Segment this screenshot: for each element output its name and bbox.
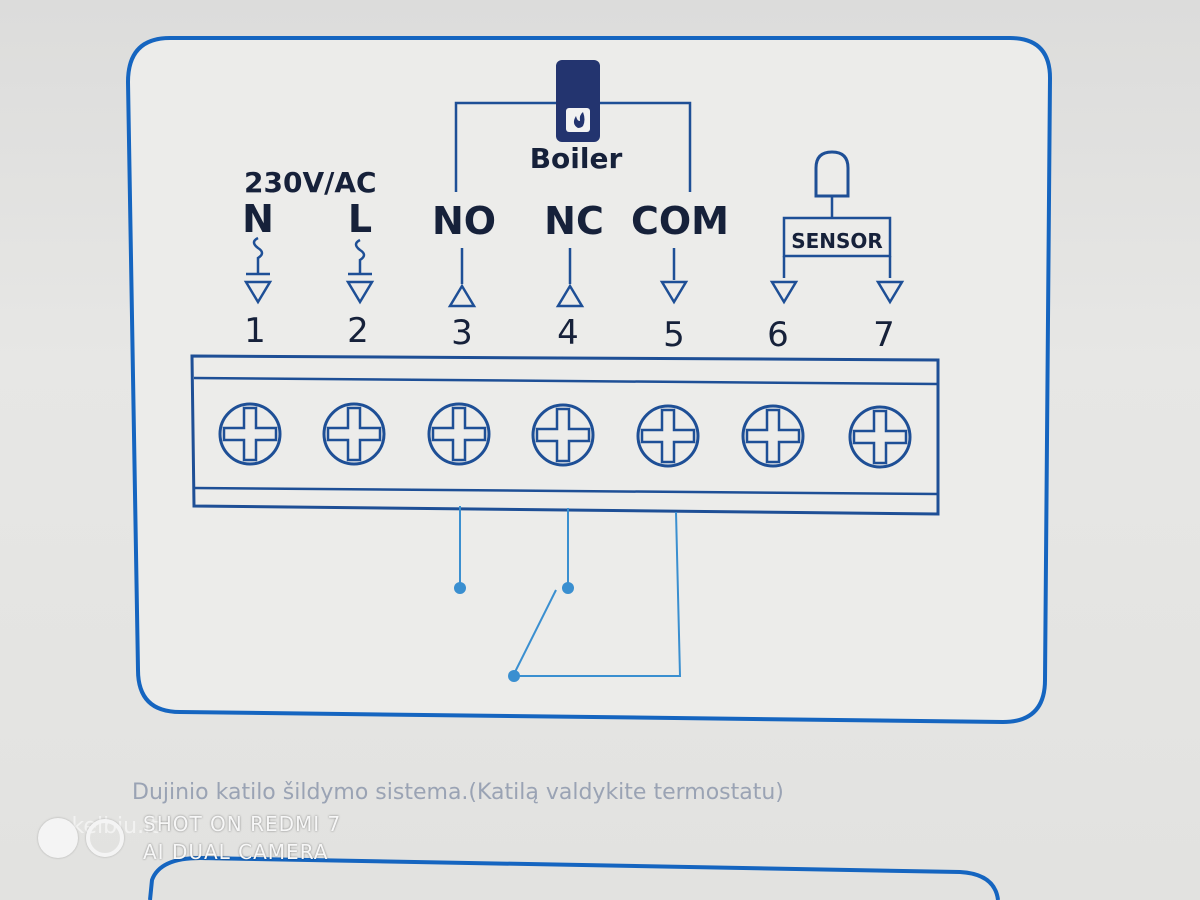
com-contact-dot [508, 670, 520, 682]
terminal-label-com: COM [631, 199, 729, 243]
down-arrow-icon [243, 280, 273, 305]
diagram-caption: Dujinio katilo šildymo sistema.(Katilą v… [132, 780, 784, 805]
ring-circle-icon [86, 819, 124, 857]
boiler-flame-tile [566, 108, 590, 132]
terminal-7-symbol [875, 280, 905, 305]
filled-circle-icon [38, 818, 78, 858]
down-arrow-icon [345, 280, 375, 305]
sensor-box [782, 216, 892, 258]
screw-6 [741, 404, 805, 468]
relay-switch [454, 506, 682, 682]
temperature-sensor: SENSOR [782, 150, 892, 278]
flame-icon [573, 112, 585, 128]
boiler-wire-right [600, 101, 692, 192]
terminal-label-l: L [348, 197, 372, 241]
terminal-block [190, 354, 940, 516]
terminal-3-symbol [447, 248, 477, 308]
screw-3 [427, 402, 491, 466]
terminal-label-n: N [242, 197, 274, 241]
terminal-2-symbol [345, 238, 375, 305]
terminal-number-3: 3 [451, 313, 473, 353]
screw-5 [636, 404, 700, 468]
terminal-5-symbol [659, 248, 689, 305]
next-diagram-frame [148, 855, 1000, 900]
down-arrow-icon [769, 280, 799, 305]
terminal-number-1: 1 [244, 311, 266, 351]
camera-watermark-line2: AI DUAL CAMERA [143, 840, 329, 864]
up-arrow-icon [447, 283, 477, 308]
down-arrow-icon [875, 280, 905, 305]
nc-contact-dot [562, 582, 574, 594]
terminal-4-symbol [555, 248, 585, 308]
voltage-label: 230V/AC [244, 166, 377, 199]
terminal-number-4: 4 [557, 313, 579, 353]
terminal-number-2: 2 [347, 311, 369, 351]
screw-7 [848, 405, 912, 469]
terminal-number-5: 5 [663, 315, 685, 355]
terminal-label-no: NO [432, 199, 496, 243]
up-arrow-icon [555, 283, 585, 308]
camera-watermark-line1: SHOT ON REDMI 7 [143, 812, 342, 836]
boiler-unit: Boiler [530, 60, 623, 175]
down-arrow-icon [659, 280, 689, 305]
terminal-1-symbol [243, 236, 273, 305]
boiler-label: Boiler [530, 142, 623, 175]
no-contact-dot [454, 582, 466, 594]
screw-4 [531, 403, 595, 467]
sensor-label: SENSOR [791, 229, 883, 253]
terminal-label-nc: NC [544, 199, 604, 243]
sensor-probe-icon [814, 150, 850, 198]
terminal-number-7: 7 [873, 315, 895, 355]
boiler-wire [454, 101, 556, 192]
terminal-number-6: 6 [767, 315, 789, 355]
camera-watermark-logo [38, 818, 124, 858]
screw-1 [218, 402, 282, 466]
screw-2 [322, 402, 386, 466]
terminal-6-symbol [769, 280, 799, 305]
